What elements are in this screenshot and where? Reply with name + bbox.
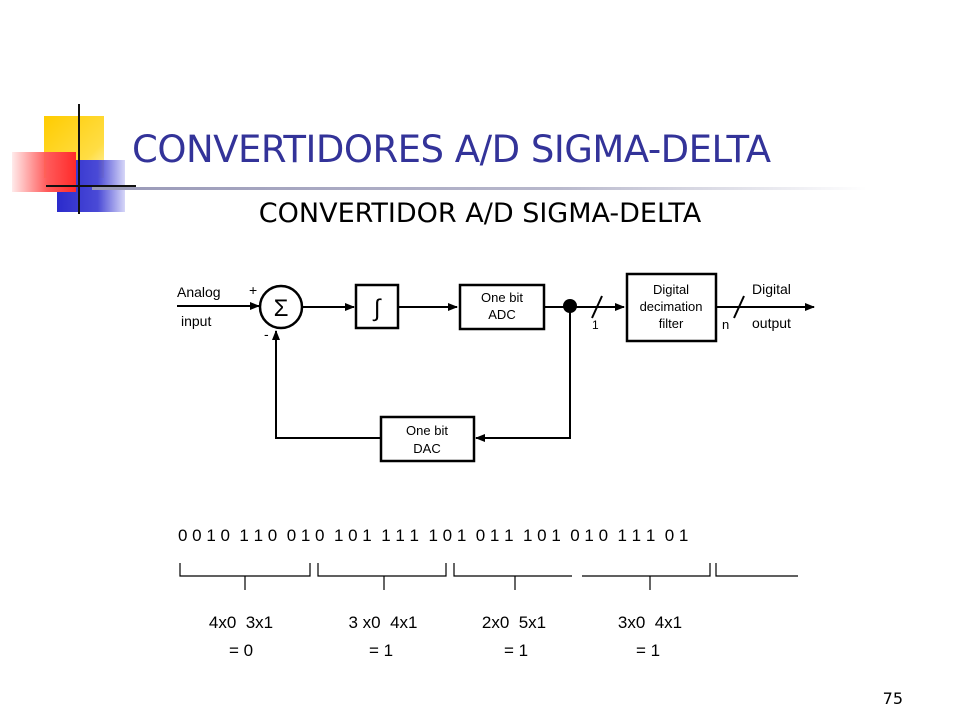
group-2-line-1: 3 x0 4x1 [349, 613, 418, 632]
feedback-line-left [272, 330, 381, 439]
analog-input-label-2: input [181, 313, 211, 329]
digital-output-label-2: output [752, 315, 791, 331]
plus-sign: + [249, 282, 257, 298]
filter-label-3: filter [659, 316, 684, 331]
bus-slash-out [733, 295, 745, 319]
title-underline [92, 187, 867, 190]
deco-vertical-line [78, 104, 80, 214]
bus-slash-in [591, 295, 603, 319]
adc-label-2: ADC [488, 307, 515, 322]
group-4-line-2: = 1 [636, 641, 660, 660]
feedback-line-right [475, 306, 571, 442]
dac-label-1: One bit [406, 423, 448, 438]
digital-output-label-1: Digital [752, 281, 791, 297]
page-subtitle: CONVERTIDOR A/D SIGMA-DELTA [258, 198, 702, 229]
adc-box [458, 283, 546, 331]
analog-input-label-1: Analog [177, 284, 221, 300]
group-4-line-1: 3x0 4x1 [618, 613, 682, 632]
group-2-line-2: = 1 [369, 641, 393, 660]
minus-sign: - [264, 326, 269, 342]
group-brackets [179, 563, 798, 590]
bus-width-out: n [722, 317, 729, 332]
page-title: CONVERTIDORES A/D SIGMA-DELTA [132, 128, 771, 171]
filter-label-2: decimation [640, 299, 703, 314]
filter-label-1: Digital [653, 282, 689, 297]
group-3-line-2: = 1 [504, 641, 528, 660]
bus-width-in: 1 [592, 318, 599, 332]
summer-symbol: Σ [274, 295, 289, 322]
adc-label-1: One bit [481, 290, 523, 305]
group-1-line-2: = 0 [229, 641, 253, 660]
dac-label-2: DAC [413, 441, 440, 456]
group-1-line-1: 4x0 3x1 [209, 613, 273, 632]
bitstream-bits: 0 0 1 0 1 1 0 0 1 0 1 0 1 1 1 1 1 0 1 0 … [178, 526, 688, 545]
integrator-symbol: ∫ [372, 295, 382, 322]
deco-horizontal-line [46, 185, 136, 187]
group-3-line-1: 2x0 5x1 [482, 613, 546, 632]
page-number: 75 [882, 689, 903, 708]
